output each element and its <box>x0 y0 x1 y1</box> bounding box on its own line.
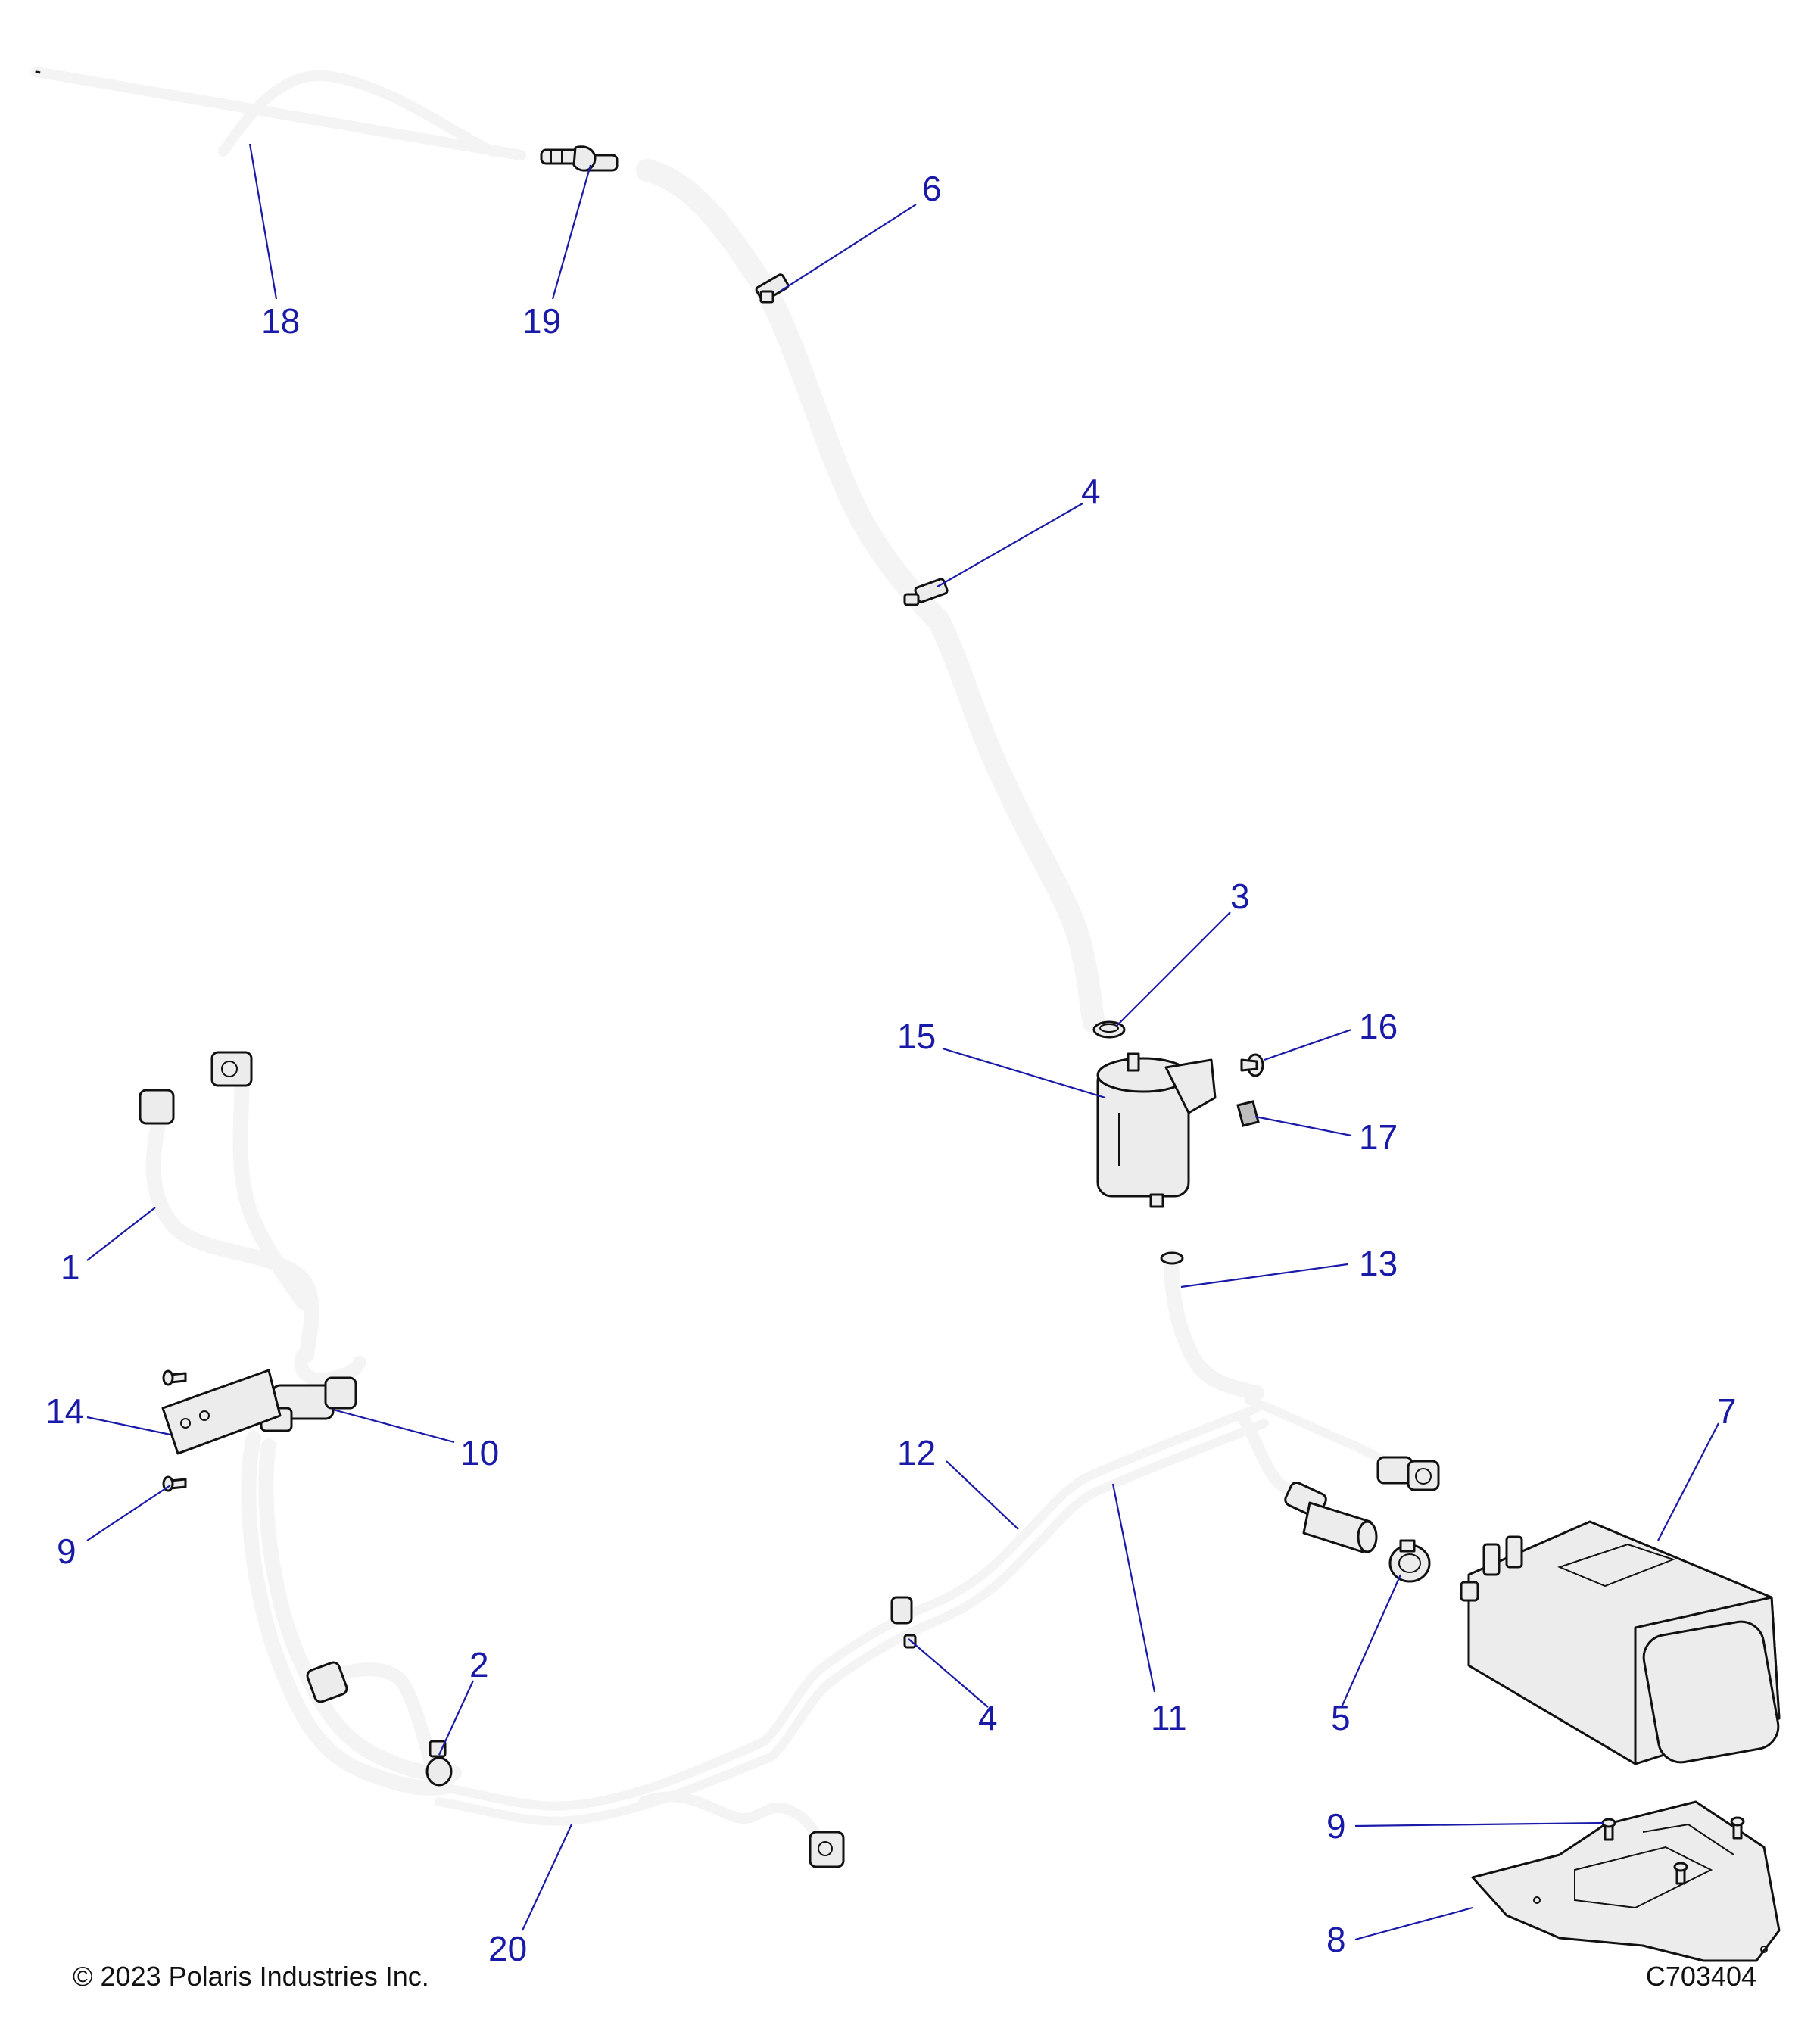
callout-10: 10 <box>460 1433 499 1472</box>
part-15-separator <box>1096 1052 1217 1208</box>
part-14-bracket <box>161 1369 282 1455</box>
hose-fitting-13-end <box>1284 1481 1378 1553</box>
vent-hose-upper <box>636 159 1105 1033</box>
callout-16: 16 <box>1359 1007 1398 1046</box>
part-19-fitting <box>540 145 619 172</box>
part-17-clip <box>1236 1100 1260 1127</box>
leader-lines <box>86 143 1719 1941</box>
part-20-lower-hoses <box>241 1431 845 1868</box>
part-9-screws-lower <box>1601 1816 1745 1885</box>
part-6-clamp <box>755 273 790 304</box>
callout-12: 12 <box>897 1433 936 1472</box>
part-8-bracket <box>1471 1800 1781 1962</box>
part-5-clamp <box>1388 1539 1431 1583</box>
callout-3: 3 <box>1230 877 1250 916</box>
callout-4-upper: 4 <box>1081 472 1101 511</box>
part-13-hose <box>1160 1249 1264 1401</box>
callout-14: 14 <box>45 1391 84 1431</box>
callout-11: 11 <box>1151 1698 1187 1737</box>
callout-6: 6 <box>922 169 942 208</box>
callout-15: 15 <box>897 1017 936 1056</box>
part-9-screws-left <box>162 1369 187 1492</box>
callout-1: 1 <box>61 1248 80 1287</box>
callout-18: 18 <box>261 301 300 341</box>
callout-labels: 18 19 6 4 3 15 16 17 13 1 14 10 9 12 11 … <box>45 169 1737 1968</box>
callout-17: 17 <box>1359 1117 1398 1157</box>
callout-9-right: 9 <box>1326 1806 1346 1846</box>
callout-9-left: 9 <box>57 1531 76 1571</box>
callout-7: 7 <box>1717 1391 1737 1431</box>
callout-2: 2 <box>469 1645 489 1684</box>
callout-5: 5 <box>1331 1698 1351 1737</box>
part-16-pushpin <box>1240 1053 1264 1077</box>
part-4-clamp-lower <box>890 1596 917 1649</box>
quick-connector-right <box>1376 1456 1440 1491</box>
drawing-number: C703404 <box>1645 1961 1756 1992</box>
copyright-notice: © 2023 Polaris Industries Inc. <box>73 1961 429 1992</box>
part-2-clamp <box>425 1740 453 1787</box>
part-18-vent-tube <box>31 67 526 160</box>
callout-4-lower: 4 <box>978 1698 998 1737</box>
callout-13: 13 <box>1359 1244 1398 1283</box>
callout-19: 19 <box>522 301 561 341</box>
part-7-evap-canister <box>1460 1520 1781 1765</box>
part-1-hose-assembly <box>139 1051 366 1387</box>
callout-20: 20 <box>488 1929 527 1968</box>
callout-8: 8 <box>1326 1920 1346 1959</box>
part-3-clamp <box>1092 1020 1126 1039</box>
